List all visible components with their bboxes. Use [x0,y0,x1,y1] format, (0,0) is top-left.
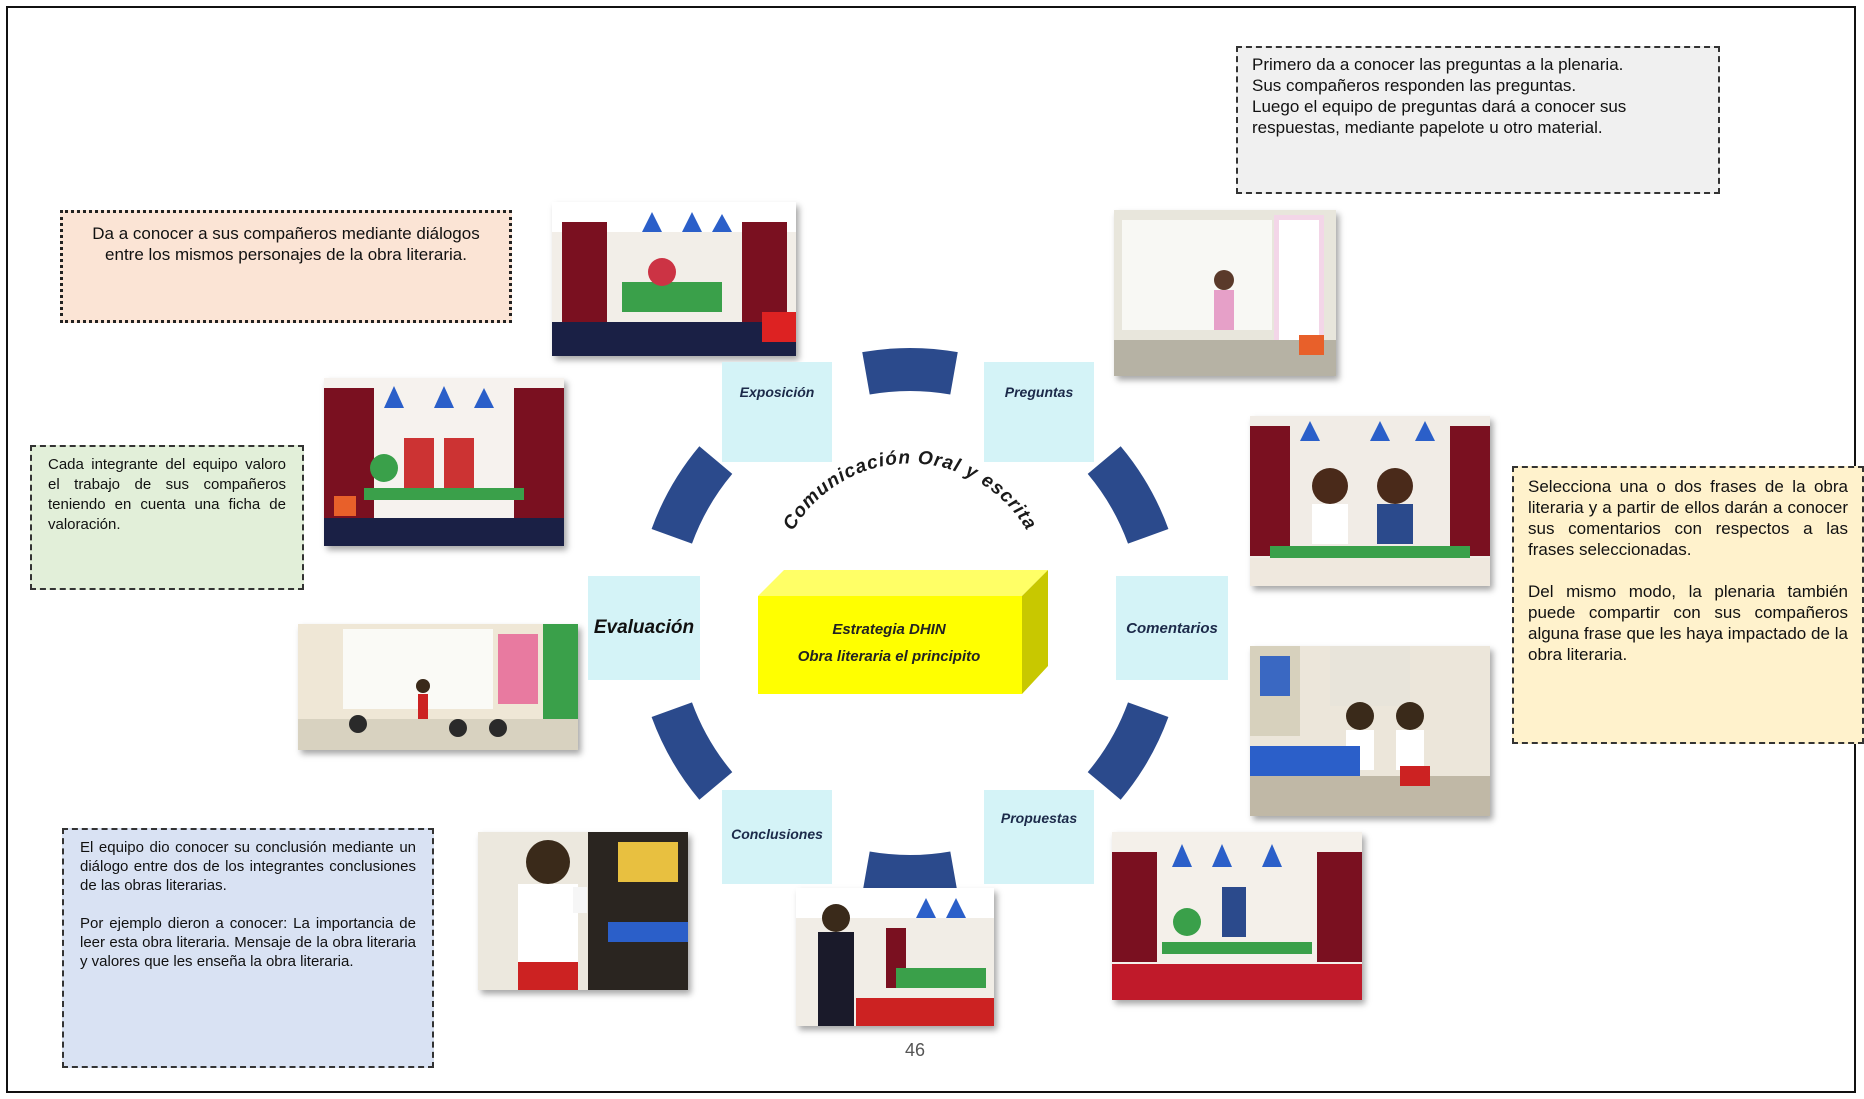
note-comentarios-p2: Del mismo modo, la plenaria también pued… [1528,582,1848,664]
note-evaluacion-text: Cada integrante del equipo valoro el tra… [48,456,286,533]
note-exposicion: Da a conocer a sus compañeros mediante d… [60,210,512,323]
stage-label-evaluacion: Evaluación [588,576,700,680]
note-exposicion-text: Da a conocer a sus compañeros mediante d… [92,224,480,264]
photo-conclusiones-left [478,832,688,990]
note-conclusiones-p2: Por ejemplo dieron a conocer: La importa… [80,915,416,970]
note-comentarios: Selecciona una o dos frases de la obra l… [1512,466,1864,744]
note-comentarios-p1: Selecciona una o dos frases de la obra l… [1528,477,1848,559]
note-preguntas: Primero da a conocer las preguntas a la … [1236,46,1720,194]
stage-label-comentarios: Comentarios [1116,576,1228,680]
stage-label-conclusiones: Conclusiones [722,790,832,884]
photo-evaluacion-mid [298,624,578,750]
stage-label-exposicion: Exposición [722,362,832,462]
note-preguntas-line3: Luego el equipo de preguntas dará a cono… [1252,97,1627,137]
photo-preguntas [1114,210,1336,376]
page-number: 46 [905,1040,926,1060]
photo-conclusiones-center [796,888,994,1026]
note-conclusiones: El equipo dio conocer su conclusión medi… [62,828,434,1068]
photo-comentarios-top [1250,416,1490,586]
photo-propuestas [1112,832,1362,1000]
center-box-line1: Estrategia DHIN [832,621,946,638]
stage-label-preguntas: Preguntas [984,362,1094,462]
center-box-line2: Obra literaria el principito [797,648,981,665]
center-box [758,570,1048,694]
photo-comentarios-bottom [1250,646,1490,816]
center-box-text: Estrategia DHIN Obra literaria el princi… [758,596,1020,690]
note-conclusiones-p1: El equipo dio conocer su conclusión medi… [80,839,416,894]
photo-evaluacion-top [324,378,564,546]
note-preguntas-line2: Sus compañeros responden las preguntas. [1252,76,1577,95]
note-preguntas-line1: Primero da a conocer las preguntas a la … [1252,55,1624,74]
photo-exposicion [552,202,796,356]
stage-label-propuestas: Propuestas [984,790,1094,884]
note-evaluacion: Cada integrante del equipo valoro el tra… [30,445,304,590]
